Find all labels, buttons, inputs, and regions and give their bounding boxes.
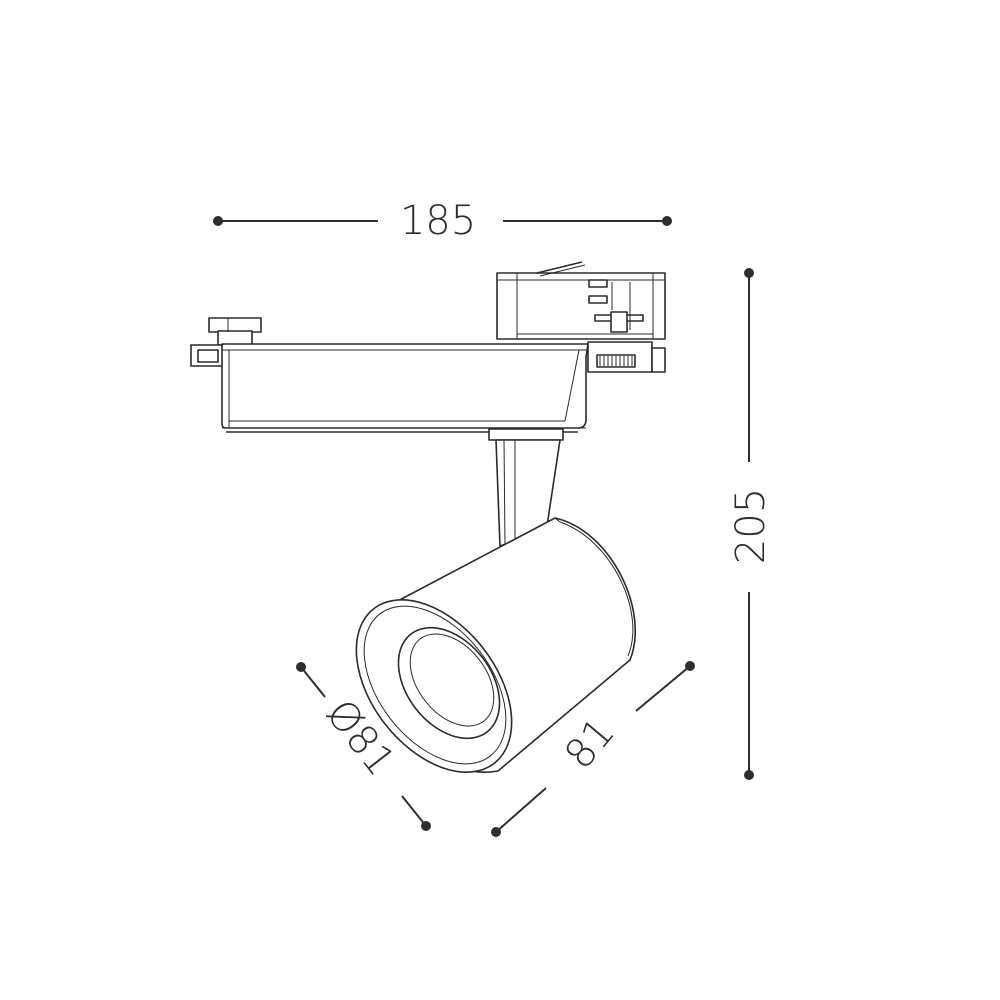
height-label: 205 (728, 488, 774, 564)
height-dimension: 205 (728, 268, 774, 780)
driver-housing (221, 341, 666, 433)
width-dimension: 185 (213, 198, 672, 244)
width-label: 185 (400, 198, 476, 244)
mounting-stem (488, 428, 564, 547)
lamp-head (355, 517, 636, 773)
track-adapter (496, 261, 666, 340)
side-clip (190, 317, 262, 367)
depth-label: 81 (556, 709, 624, 778)
